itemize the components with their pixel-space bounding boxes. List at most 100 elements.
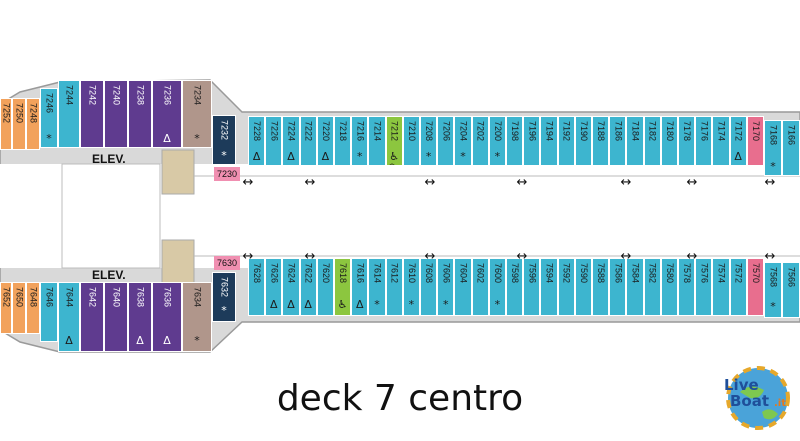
cabin-symbol: * <box>357 150 363 163</box>
cabin-symbol: * <box>494 298 501 311</box>
cabin-7642: 7642 <box>80 282 104 352</box>
cabin-symbol: * <box>425 150 432 163</box>
cabin-7568: 7568* <box>764 262 782 318</box>
cabin-7210: 7210 <box>402 116 420 166</box>
cabin-number: 7598 <box>510 263 521 284</box>
cabin-number: 7574 <box>716 263 727 284</box>
cabin-number: 7644 <box>64 287 75 308</box>
cabin-7204: 7204* <box>454 116 472 166</box>
cabin-7182: 7182 <box>643 116 661 166</box>
cabin-number: 7196 <box>527 121 538 142</box>
cabin-number: 7618 <box>338 263 349 284</box>
cabin-number: 7246 <box>44 93 55 114</box>
cabin-number: 7178 <box>682 121 693 142</box>
cabin-number: 7576 <box>699 263 710 284</box>
cabin-symbol: Δ <box>356 298 364 311</box>
room-7230: 7230 <box>214 167 240 181</box>
cabin-7570: 7570 <box>746 258 764 316</box>
cabin-7170: 7170 <box>746 116 764 166</box>
cabin-number: 7612 <box>389 263 400 284</box>
cabin-7206: 7206 <box>437 116 455 166</box>
cabin-symbol: ♿* <box>389 150 400 165</box>
cabin-7620: 7620 <box>316 258 334 316</box>
cabin-symbol: Δ <box>287 298 295 311</box>
cabin-7194: 7194 <box>540 116 558 166</box>
cabin-7632: 7632* <box>212 272 236 322</box>
cabin-7180: 7180 <box>660 116 678 166</box>
cabin-number: 7188 <box>596 121 607 142</box>
cabin-number: 7184 <box>630 121 641 142</box>
cabin-number: 7590 <box>578 263 589 284</box>
cabin-number: 7240 <box>111 85 122 106</box>
cabin-7190: 7190 <box>574 116 592 166</box>
cabin-symbol: * <box>221 304 227 317</box>
passage-arrow-icon: ↔ <box>686 175 698 190</box>
passage-arrow-icon: ↔ <box>242 249 254 264</box>
cabin-number: 7584 <box>630 263 641 284</box>
cabin-7578: 7578 <box>678 258 696 316</box>
cabin-number: 7620 <box>320 263 331 284</box>
cabin-7226: 7226 <box>265 116 283 166</box>
cabin-symbol: * <box>494 150 501 163</box>
cabin-7188: 7188 <box>592 116 610 166</box>
cabin-number: 7642 <box>87 287 98 308</box>
cabin-number: 7194 <box>544 121 555 142</box>
cabin-number: 7166 <box>786 125 797 146</box>
cabin-number: 7224 <box>286 121 297 142</box>
logo-suffix: .it <box>774 398 787 409</box>
cabin-number: 7648 <box>28 287 39 308</box>
cabin-7222: 7222 <box>299 116 317 166</box>
cabin-7184: 7184 <box>626 116 644 166</box>
cabin-number: 7250 <box>14 103 25 124</box>
cabin-symbol: Δ <box>304 298 312 311</box>
cabin-number: 7652 <box>1 287 12 308</box>
cabin-7566: 7566 <box>782 262 800 318</box>
elevator-label-upper: ELEV. <box>92 152 126 166</box>
cabin-symbol: * <box>770 300 776 313</box>
cabin-7200: 7200* <box>488 116 506 166</box>
passage-arrow-icon: ↔ <box>620 249 632 264</box>
cabin-number: 7192 <box>561 121 572 142</box>
cabin-7604: 7604 <box>454 258 472 316</box>
cabin-7646: 7646 <box>40 282 58 342</box>
cabin-7586: 7586 <box>609 258 627 316</box>
cabin-number: 7236 <box>162 85 173 106</box>
cabin-number: 7606 <box>441 263 452 284</box>
cabin-number: 7608 <box>424 263 435 284</box>
cabin-7628: 7628 <box>248 258 266 316</box>
cabin-7600: 7600* <box>488 258 506 316</box>
cabin-symbol: Δ <box>321 150 330 163</box>
cabin-number: 7614 <box>372 263 383 284</box>
cabin-number: 7634 <box>192 287 203 308</box>
cabin-7192: 7192 <box>557 116 575 166</box>
cabin-number: 7592 <box>561 263 572 284</box>
cabin-number: 7604 <box>458 263 469 284</box>
cabin-7580: 7580 <box>660 258 678 316</box>
passage-arrow-icon: ↔ <box>516 249 528 264</box>
cabin-number: 7626 <box>269 263 280 284</box>
cabin-number: 7168 <box>768 125 779 146</box>
cabin-7612: 7612 <box>385 258 403 316</box>
cabin-number: 7636 <box>162 287 173 308</box>
cabin-number: 7228 <box>252 121 263 142</box>
passage-arrow-icon: ↔ <box>686 249 698 264</box>
cabin-7596: 7596 <box>523 258 541 316</box>
cabin-7232: 7232* <box>212 115 236 165</box>
cabin-symbol: Δ <box>287 150 295 163</box>
cabin-7216: 7216* <box>351 116 369 166</box>
room-7630: 7630 <box>214 256 240 270</box>
cabin-7606: 7606* <box>437 258 455 316</box>
cabin-7174: 7174 <box>712 116 730 166</box>
cabin-symbol: * <box>194 334 200 347</box>
cabin-7588: 7588 <box>592 258 610 316</box>
cabin-number: 7180 <box>664 121 675 142</box>
cabin-symbol: * <box>408 298 415 311</box>
